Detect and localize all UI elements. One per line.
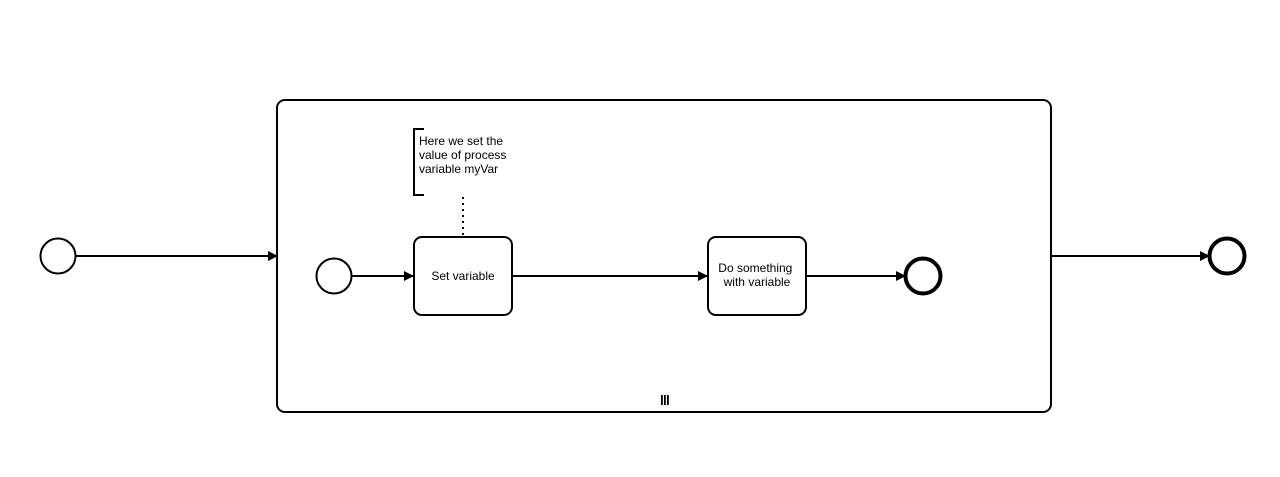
task-do-something-label: Do something with variable xyxy=(718,261,795,289)
multi-instance-sequential-marker xyxy=(661,395,669,405)
outer-end-event[interactable] xyxy=(1207,236,1247,276)
task-set-variable-label: Set variable xyxy=(431,269,495,283)
inner-end-event[interactable] xyxy=(903,256,943,296)
text-annotation[interactable]: Here we set the value of process variabl… xyxy=(419,134,510,176)
inner-start-event[interactable] xyxy=(315,257,353,295)
annotation-line-3: variable myVar xyxy=(419,162,498,176)
annotation-line-1: Here we set the xyxy=(419,134,503,148)
outer-start-event[interactable] xyxy=(39,237,77,275)
text-annotation-bracket xyxy=(413,128,424,196)
subprocess[interactable] xyxy=(276,99,1052,413)
annotation-line-2: value of process xyxy=(419,148,506,162)
